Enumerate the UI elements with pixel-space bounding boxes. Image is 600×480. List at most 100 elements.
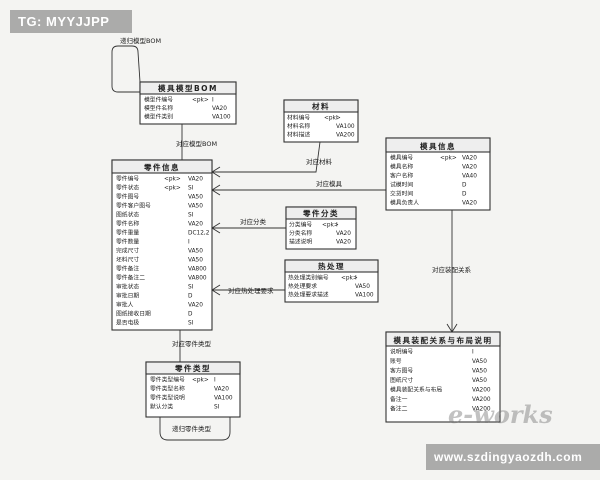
attribute-type: VA20	[188, 303, 203, 309]
attribute-type: VA800	[188, 267, 207, 273]
entity-title: 模具信息	[420, 141, 456, 151]
attribute-name: 交货时间	[390, 190, 413, 198]
attribute-name: 零件重量	[116, 229, 139, 237]
attribute-type: VA200	[472, 388, 491, 394]
attribute-name: 客方图号	[390, 367, 413, 375]
attribute-type: VA20	[462, 165, 477, 171]
attribute-key: <pk>	[164, 177, 181, 183]
attribute-type: VA20	[212, 106, 227, 112]
attribute-name: 热处理类别编号	[288, 274, 329, 282]
attribute-name: 默认分类	[150, 403, 173, 411]
attribute-type: SI	[188, 321, 194, 327]
entity-box	[385, 331, 501, 423]
rel-line-part-material	[212, 141, 321, 173]
crow-foot-part-material	[211, 166, 221, 178]
entity-header	[285, 206, 357, 220]
attribute-name: 零件编号	[116, 175, 139, 183]
attribute-name: 描述说明	[289, 238, 312, 246]
attribute-name: 备注一	[390, 395, 408, 403]
crow-foot-part-category	[211, 222, 221, 234]
entity-header	[145, 361, 241, 375]
attribute-type: D	[462, 192, 467, 198]
attribute-name: 图纸接收日期	[116, 310, 151, 318]
attribute-name: 完成尺寸	[116, 247, 139, 255]
attribute-name: 零件名称	[116, 220, 139, 228]
attribute-name: 模型件名称	[144, 104, 173, 112]
attribute-name: 零件备注	[116, 265, 139, 273]
attribute-name: 模具编号	[390, 154, 413, 162]
attribute-name: 材料名称	[287, 122, 310, 130]
entity-header	[385, 331, 501, 347]
attribute-name: 分类名称	[289, 229, 312, 237]
attribute-key: <pk>	[341, 276, 358, 282]
attribute-type: D	[462, 183, 467, 189]
attribute-type: SI	[188, 213, 194, 219]
attribute-type: D	[188, 294, 193, 300]
entity-header	[284, 259, 379, 273]
attribute-type: VA50	[355, 284, 370, 290]
attribute-name: 审批人	[116, 301, 134, 309]
attribute-type: VA20	[336, 231, 351, 237]
attribute-name: 备注二	[390, 405, 408, 413]
attribute-type: D	[188, 312, 193, 318]
entity-title: 模具模型BOM	[158, 83, 218, 93]
attribute-type: VA100	[355, 293, 374, 299]
relation-label-part-heat: 对应热处理要求	[228, 286, 274, 295]
attribute-type: VA50	[472, 369, 487, 375]
attribute-type: VA40	[462, 174, 477, 180]
relation-label-bom-self: 递归模型BOM	[120, 36, 161, 45]
entity-box	[111, 159, 213, 331]
attribute-type: VA20	[188, 177, 203, 183]
attribute-name: 客户名称	[390, 172, 413, 180]
attribute-name: 是否电极	[116, 319, 139, 327]
attribute-name: 零件图号	[116, 193, 139, 201]
entity-title: 模具装配关系与布局说明	[394, 335, 493, 345]
attribute-key: <pk>	[164, 186, 181, 192]
attribute-name: 审批日期	[116, 292, 139, 300]
attribute-key: <pk>	[324, 116, 341, 122]
relation-label-part-material: 对应材料	[306, 157, 333, 166]
entity-title: 热处理	[318, 261, 345, 271]
entity-title: 零件信息	[143, 162, 180, 172]
relation-label-type-self: 递归零件类型	[172, 424, 212, 433]
attribute-type: VA100	[214, 396, 233, 402]
attribute-type: DC12,2	[188, 231, 210, 237]
rel-line-type-self	[159, 417, 231, 441]
entity-header	[139, 81, 237, 95]
attribute-type: VA50	[188, 195, 203, 201]
attribute-name: 热处理要求描述	[288, 291, 329, 299]
attribute-name: 零件类型编号	[150, 376, 185, 384]
attribute-type: VA20	[188, 222, 203, 228]
attribute-name: 模具负责人	[390, 199, 419, 207]
attribute-type: VA200	[472, 407, 491, 413]
entity-title: 材料	[312, 101, 330, 111]
entity-header	[111, 159, 213, 174]
attribute-type: VA20	[336, 240, 351, 246]
attribute-type: VA20	[214, 387, 229, 393]
attribute-type: VA200	[336, 133, 355, 139]
attribute-type: I	[188, 240, 190, 246]
attribute-name: 审批状态	[116, 283, 139, 291]
attribute-type: SI	[188, 285, 194, 291]
attribute-type: I	[214, 378, 216, 384]
entity-title: 零件类型	[174, 363, 211, 373]
attribute-name: 零件状态	[116, 184, 139, 192]
attribute-type: VA800	[188, 276, 207, 282]
watermark-top: TG: MYYJJPP	[10, 10, 132, 33]
relation-label-part-category: 对应分类	[240, 217, 267, 226]
attribute-name: 图纸状态	[116, 211, 139, 219]
attribute-name: 零件类型说明	[150, 394, 185, 402]
relation-label-part-mold: 对应模具	[316, 179, 343, 188]
relation-label-mold-assembly: 对应装配关系	[432, 265, 472, 274]
attribute-type: VA50	[472, 378, 487, 384]
attribute-name: 模具名称	[390, 163, 413, 171]
attribute-name: 零件类型名称	[150, 385, 185, 393]
